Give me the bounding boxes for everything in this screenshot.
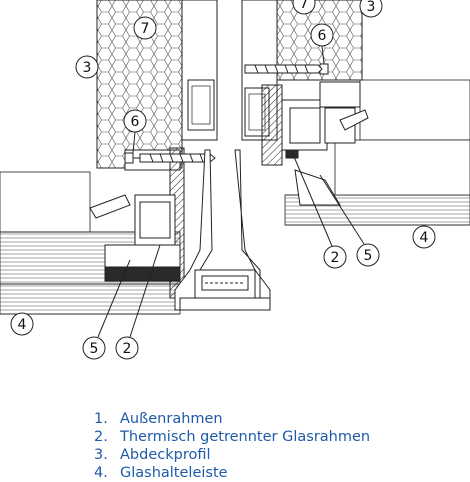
- svg-text:2: 2: [331, 250, 340, 266]
- legend-list: 1.Außenrahmen 2.Thermisch getrennter Gla…: [94, 410, 370, 482]
- callout-3-left: 3: [75, 55, 99, 79]
- svg-text:4: 4: [420, 230, 429, 246]
- legend-item: 2.Thermisch getrennter Glasrahmen: [94, 429, 371, 445]
- left-frame-profile: [89, 147, 185, 299]
- svg-text:3: 3: [367, 0, 376, 15]
- callouts: 3 7 6 4 5 2 7 3: [10, 0, 436, 360]
- callout-7-left: 7: [133, 16, 157, 40]
- legend-item: 4.Glashalteleiste: [94, 465, 228, 481]
- svg-text:3: 3: [83, 60, 92, 76]
- callout-4-right: 4: [412, 225, 436, 249]
- right-screw: [244, 63, 329, 75]
- center-mullion: [174, 149, 271, 311]
- callout-5-right: 5: [319, 174, 380, 267]
- callout-2-left: 2: [115, 244, 161, 360]
- callout-4-left: 4: [10, 312, 34, 336]
- callout-5-left: 5: [82, 259, 131, 360]
- svg-text:2: 2: [123, 341, 132, 357]
- window-section-drawing: 3 7 6 4 5 2 7 3: [0, 0, 470, 360]
- right-sill: [284, 79, 470, 226]
- callout-2-right: 2: [291, 151, 347, 269]
- callout-7-right: 7: [292, 0, 316, 15]
- legend-item: 1.Außenrahmen: [94, 411, 223, 427]
- legend-item: 3.Abdeckprofil: [94, 447, 211, 463]
- callout-6-left: 6: [123, 109, 147, 154]
- right-frame-profile: [261, 81, 369, 206]
- svg-text:7: 7: [300, 0, 309, 12]
- svg-text:6: 6: [318, 28, 327, 44]
- callout-3-right: 3: [359, 0, 383, 18]
- svg-text:5: 5: [90, 341, 99, 357]
- svg-text:6: 6: [131, 114, 140, 130]
- svg-text:5: 5: [364, 248, 373, 264]
- svg-text:7: 7: [141, 21, 150, 37]
- left-screw: [124, 152, 216, 164]
- callout-6-right: 6: [310, 23, 334, 65]
- left-glazing-panel: [96, 0, 218, 169]
- svg-text:4: 4: [18, 317, 27, 333]
